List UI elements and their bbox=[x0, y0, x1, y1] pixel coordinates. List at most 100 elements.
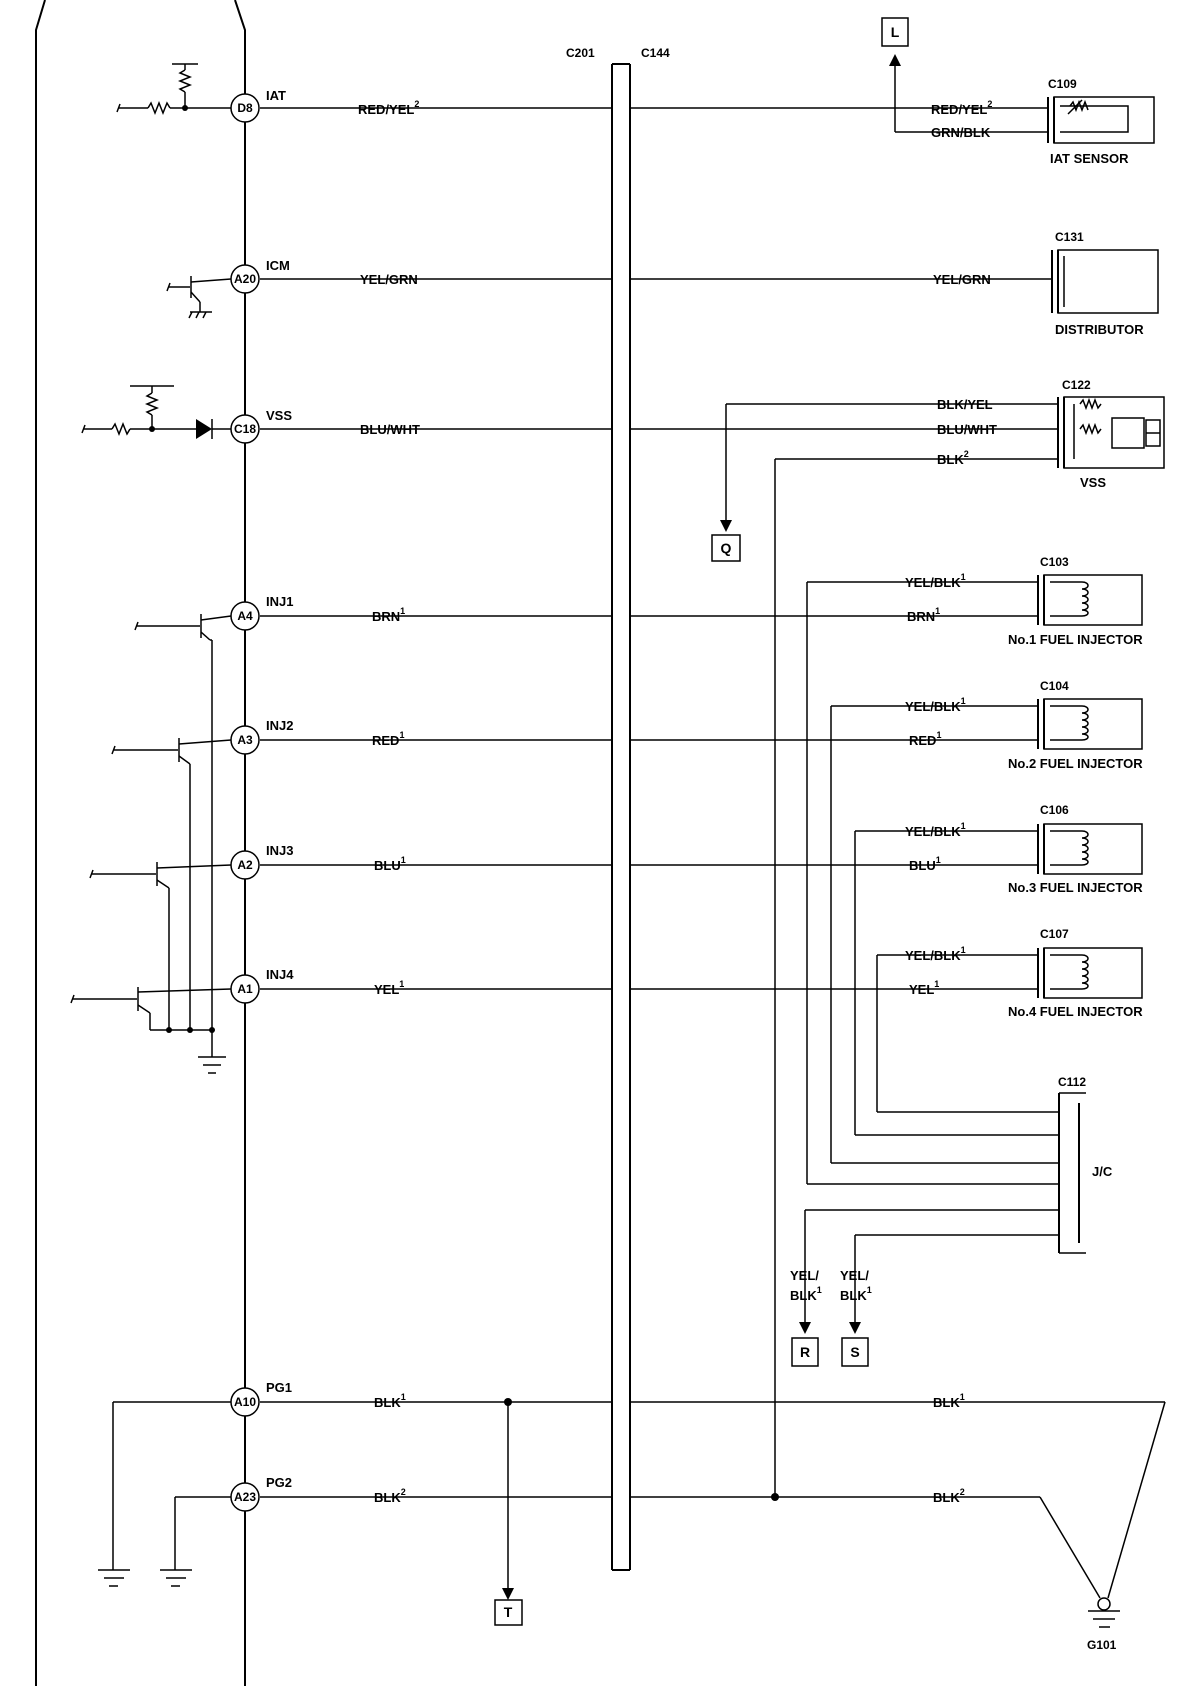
vss-label: VSS bbox=[1080, 475, 1106, 490]
iat-circuit bbox=[630, 54, 1048, 133]
wire-label-pg1: BLK1 bbox=[374, 1392, 406, 1410]
wire-label-vss-blk-yel: BLK/YEL bbox=[937, 397, 993, 412]
wire-label-inj1-yel-blk: YEL/BLK1 bbox=[905, 572, 966, 590]
pin-A20: A20 ICM bbox=[230, 258, 290, 294]
svg-text:A20: A20 bbox=[234, 272, 256, 286]
ecm-outline bbox=[35, 0, 246, 1686]
wire-label-vss-blk: BLK2 bbox=[937, 449, 969, 467]
wire-label-inj4-yel: YEL1 bbox=[909, 979, 939, 997]
injector-3 bbox=[1037, 823, 1143, 875]
svg-text:R: R bbox=[800, 1344, 810, 1360]
vss-sensor bbox=[1057, 396, 1165, 469]
signal-inj2: INJ2 bbox=[266, 718, 293, 733]
c201-label: C201 bbox=[566, 46, 595, 60]
injector-4-label: No.4 FUEL INJECTOR bbox=[1008, 1004, 1143, 1019]
r-branch bbox=[799, 1210, 811, 1334]
wire-label-icm-yel-grn: YEL/GRN bbox=[933, 272, 991, 287]
wire-label-inj3-blu: BLU1 bbox=[909, 855, 941, 873]
svg-text:T: T bbox=[504, 1604, 513, 1620]
c112-label: C112 bbox=[1058, 1075, 1086, 1089]
left-wires bbox=[244, 107, 612, 1686]
pin-A10: A10 PG1 bbox=[230, 1380, 292, 1417]
signal-inj1: INJ1 bbox=[266, 594, 293, 609]
ground-circuit bbox=[630, 1401, 1166, 1628]
wire-label-r-1: YEL/ bbox=[790, 1268, 819, 1283]
inj1-circuit bbox=[630, 581, 1038, 1184]
inj3-circuit bbox=[630, 830, 1038, 1135]
wire-label-inj2: RED1 bbox=[372, 730, 404, 748]
wire-label-inj1: BRN1 bbox=[372, 606, 405, 624]
c131-label: C131 bbox=[1055, 230, 1084, 244]
svg-text:A1: A1 bbox=[237, 982, 253, 996]
c103-label: C103 bbox=[1040, 555, 1069, 569]
wire-label-s-2: BLK1 bbox=[840, 1285, 872, 1303]
iat-sensor-label: IAT SENSOR bbox=[1050, 151, 1129, 166]
pin-A23: A23 PG2 bbox=[230, 1475, 292, 1512]
c122-label: C122 bbox=[1062, 378, 1091, 392]
distributor bbox=[1051, 249, 1159, 314]
wire-label-pg2-blk: BLK2 bbox=[933, 1487, 965, 1505]
injector-3-label: No.3 FUEL INJECTOR bbox=[1008, 880, 1143, 895]
svg-text:C18: C18 bbox=[234, 422, 256, 436]
inj2-circuit bbox=[630, 705, 1038, 1163]
iat-sensor bbox=[1047, 96, 1155, 144]
wire-label-pg1-blk: BLK1 bbox=[933, 1392, 965, 1410]
pg1-branch-t bbox=[502, 1398, 514, 1600]
wire-label-iat-grn-blk: GRN/BLK bbox=[931, 125, 991, 140]
ref-box-r: R bbox=[791, 1337, 819, 1367]
wire-label-iat-red-yel: RED/YEL2 bbox=[931, 99, 992, 117]
ecm-internal-iat bbox=[116, 63, 231, 116]
jc-c112 bbox=[805, 1092, 1086, 1254]
svg-text:A10: A10 bbox=[234, 1395, 256, 1409]
svg-text:A23: A23 bbox=[234, 1490, 256, 1504]
svg-text:S: S bbox=[850, 1344, 859, 1360]
signal-pg2: PG2 bbox=[266, 1475, 292, 1490]
signal-inj4: INJ4 bbox=[266, 967, 294, 982]
wire-label-vss-blu-wht: BLU/WHT bbox=[937, 422, 997, 437]
c201-c144-bar bbox=[611, 63, 631, 1571]
c106-label: C106 bbox=[1040, 803, 1069, 817]
pin-A3: A3 INJ2 bbox=[230, 718, 293, 755]
signal-iat: IAT bbox=[266, 88, 286, 103]
wire-label-icm: YEL/GRN bbox=[360, 272, 418, 287]
jc-label: J/C bbox=[1092, 1164, 1113, 1179]
wire-label-s-1: YEL/ bbox=[840, 1268, 869, 1283]
c109-label: C109 bbox=[1048, 77, 1077, 91]
vss-circuit bbox=[630, 403, 1058, 1497]
wire-label-inj2-red: RED1 bbox=[909, 730, 941, 748]
ecm-internal-grounds bbox=[98, 1401, 231, 1587]
wire-label-inj4: YEL1 bbox=[374, 979, 404, 997]
injector-2-label: No.2 FUEL INJECTOR bbox=[1008, 756, 1143, 771]
svg-text:L: L bbox=[891, 24, 900, 40]
wire-label-inj4-yel-blk: YEL/BLK1 bbox=[905, 945, 966, 963]
ref-box-s: S bbox=[841, 1337, 869, 1367]
signal-icm: ICM bbox=[266, 258, 290, 273]
wire-label-iat: RED/YEL2 bbox=[358, 99, 419, 117]
c144-label: C144 bbox=[641, 46, 670, 60]
ecm-internal-vss bbox=[81, 385, 231, 439]
g101-label: G101 bbox=[1087, 1638, 1117, 1652]
injector-4 bbox=[1037, 947, 1143, 999]
wire-label-pg2: BLK2 bbox=[374, 1487, 406, 1505]
pin-D8: D8 IAT bbox=[230, 88, 286, 123]
distributor-label: DISTRIBUTOR bbox=[1055, 322, 1144, 337]
wire-label-r-2: BLK1 bbox=[790, 1285, 822, 1303]
svg-text:Q: Q bbox=[721, 540, 732, 556]
svg-text:A4: A4 bbox=[237, 609, 253, 623]
wire-label-inj1-brn: BRN1 bbox=[907, 606, 940, 624]
pin-A1: A1 INJ4 bbox=[230, 967, 294, 1004]
signal-vss: VSS bbox=[266, 408, 292, 423]
injector-1 bbox=[1037, 574, 1143, 626]
svg-text:A2: A2 bbox=[237, 858, 253, 872]
svg-text:D8: D8 bbox=[237, 101, 253, 115]
ecm-internal-injectors bbox=[70, 614, 232, 1074]
signal-inj3: INJ3 bbox=[266, 843, 293, 858]
pin-C18: C18 VSS bbox=[230, 408, 292, 444]
injector-1-label: No.1 FUEL INJECTOR bbox=[1008, 632, 1143, 647]
c104-label: C104 bbox=[1040, 679, 1069, 693]
s-branch bbox=[849, 1235, 861, 1334]
wire-label-inj3-yel-blk: YEL/BLK1 bbox=[905, 821, 966, 839]
wire-label-inj3: BLU1 bbox=[374, 855, 406, 873]
pin-A4: A4 INJ1 bbox=[230, 594, 293, 631]
